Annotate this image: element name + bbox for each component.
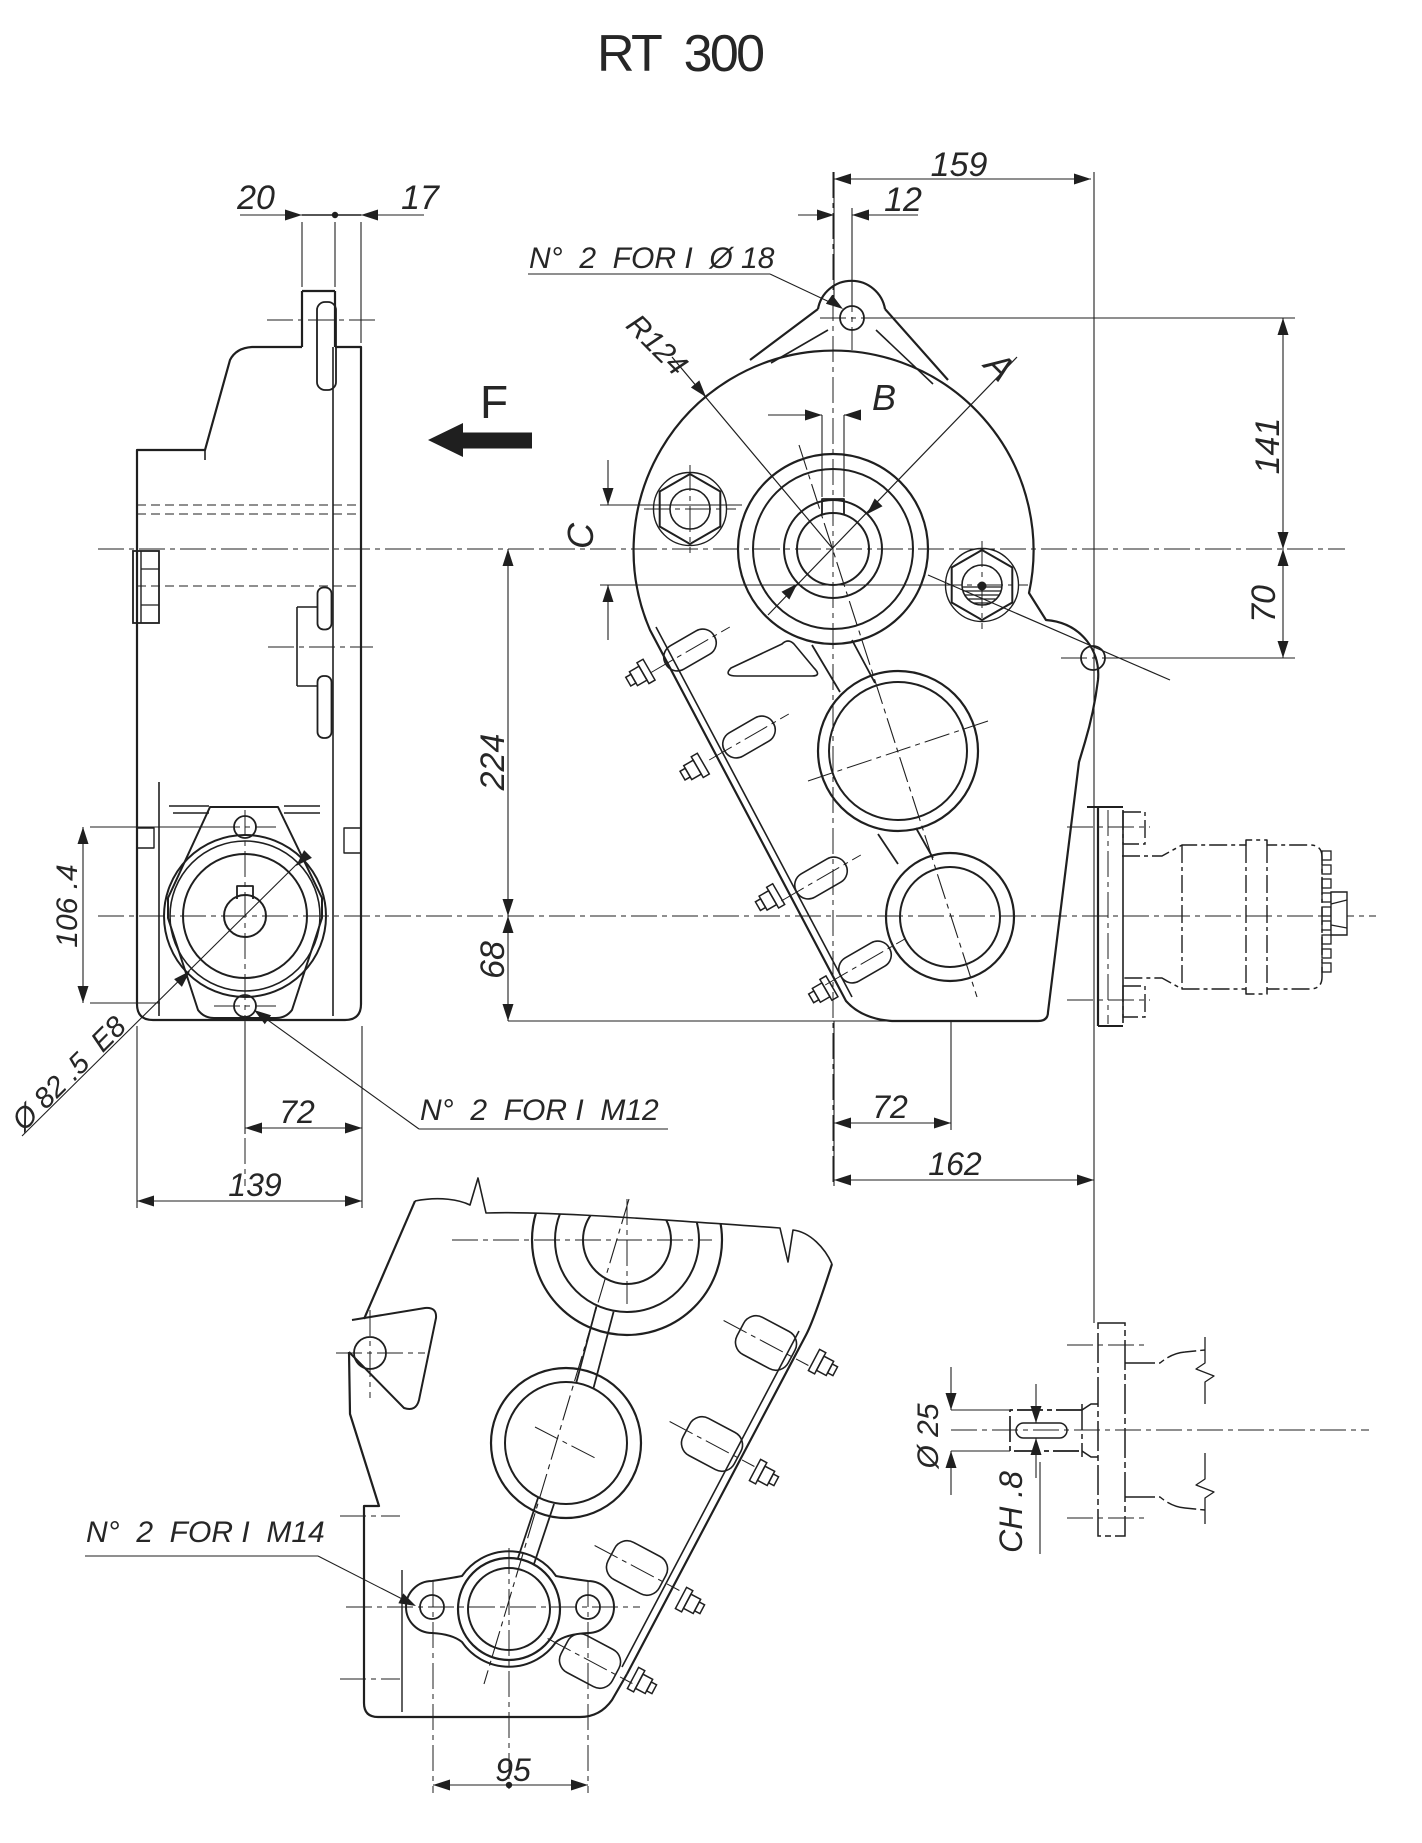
svg-text:12: 12 xyxy=(884,181,922,219)
svg-text:CH .8: CH .8 xyxy=(993,1471,1029,1553)
svg-text:F: F xyxy=(480,376,508,428)
svg-text:N° 2 FOR I M12: N° 2 FOR I M12 xyxy=(420,1094,659,1127)
svg-text:159: 159 xyxy=(931,146,988,184)
svg-text:72: 72 xyxy=(872,1089,908,1125)
svg-text:106 .4: 106 .4 xyxy=(51,864,84,947)
svg-text:139: 139 xyxy=(228,1167,282,1203)
svg-text:224: 224 xyxy=(474,734,512,792)
svg-text:17: 17 xyxy=(401,179,440,217)
svg-text:Ø 25: Ø 25 xyxy=(912,1403,945,1469)
svg-text:B: B xyxy=(872,377,896,418)
svg-text:C: C xyxy=(560,522,601,549)
svg-text:68: 68 xyxy=(474,941,512,979)
svg-text:N° 2 FOR I Ø 18: N° 2 FOR I Ø 18 xyxy=(529,242,775,275)
svg-text:141: 141 xyxy=(1249,418,1287,475)
svg-text:72: 72 xyxy=(279,1094,315,1130)
svg-text:70: 70 xyxy=(1245,585,1283,623)
svg-text:20: 20 xyxy=(236,179,275,217)
svg-text:RT 300: RT 300 xyxy=(597,25,765,83)
svg-text:N° 2 FOR I M14: N° 2 FOR I M14 xyxy=(86,1516,325,1549)
svg-text:95: 95 xyxy=(495,1752,531,1788)
svg-text:162: 162 xyxy=(928,1146,982,1182)
